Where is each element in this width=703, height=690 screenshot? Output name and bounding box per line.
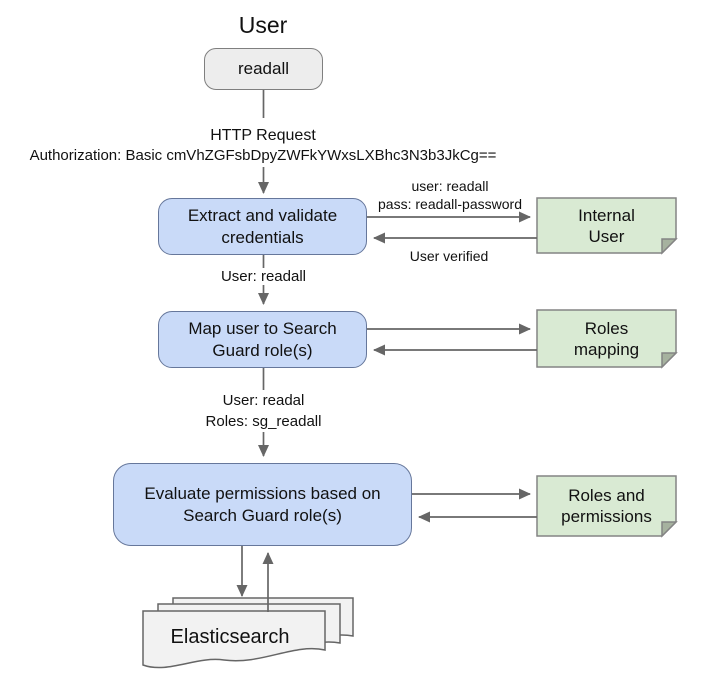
map-roles-node: Map user to Search Guard role(s): [158, 311, 367, 368]
elasticsearch-label: Elasticsearch: [170, 626, 290, 648]
extract-validate-node: Extract and validate credentials: [158, 198, 367, 255]
internal-user-note-label: Internal User: [578, 205, 635, 246]
extracted-user-label: User: readall: [203, 268, 324, 285]
note-shapes: [536, 197, 678, 538]
roles-permissions-note-fold: [661, 521, 678, 538]
user-verified-label: User verified: [409, 248, 489, 264]
document-front: [142, 610, 326, 669]
roles-mapping-note-fold: [661, 352, 678, 369]
mapped-user-roles-label: User: readal Roles: sg_readall: [188, 390, 339, 432]
elasticsearch-stack: [142, 597, 354, 669]
diagram-title: User: [238, 12, 288, 38]
http-request-label: HTTP Request: [210, 127, 316, 144]
authorization-header-label: Authorization: Basic cmVhZGFsbDpyZWFkYWx…: [29, 147, 497, 164]
roles-mapping-note-label: Roles mapping: [573, 318, 640, 359]
evaluate-permissions-node: Evaluate permissions based on Search Gua…: [113, 463, 412, 546]
user-credential-node: readall: [204, 48, 323, 90]
internal-user-note-fold: [661, 238, 678, 255]
credentials-check-label: user: readall pass: readall-password: [378, 178, 522, 212]
roles-permissions-note-label: Roles and permissions: [561, 486, 652, 526]
